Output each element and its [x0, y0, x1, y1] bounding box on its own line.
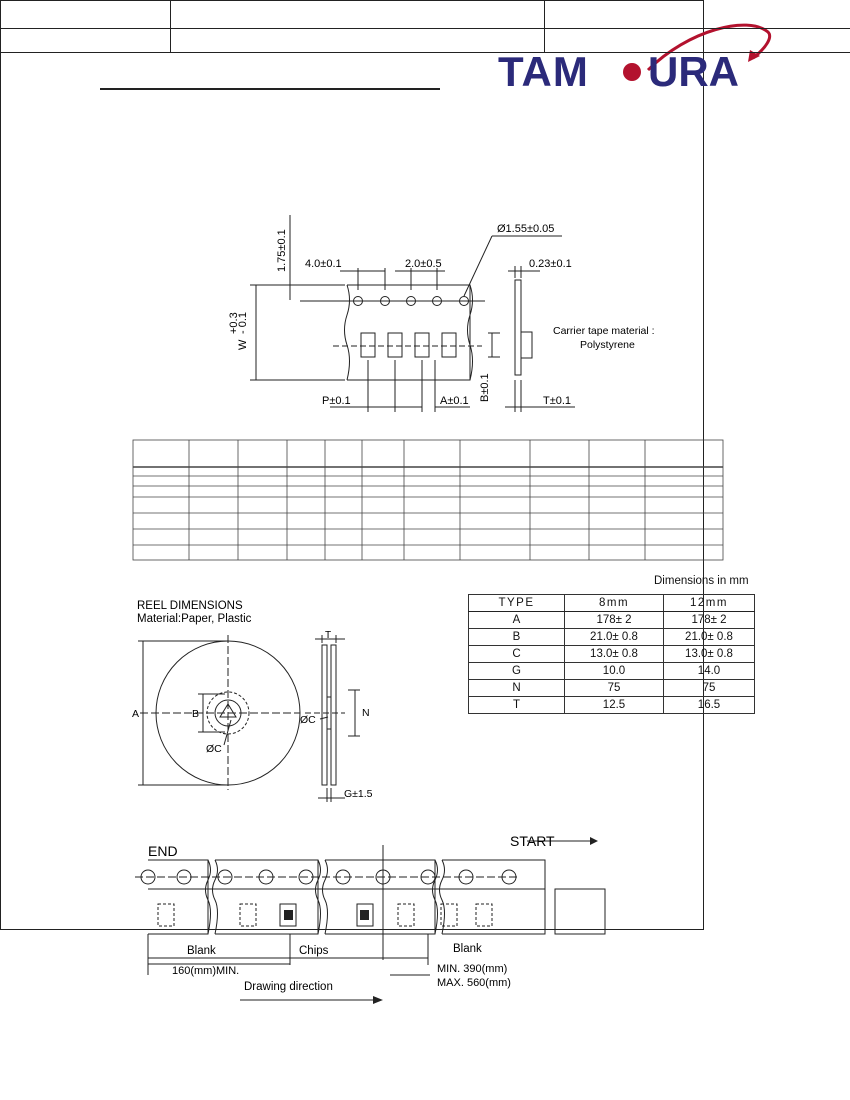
- material-line-2: Polystyrene: [580, 339, 635, 351]
- dim-t: T±0.1: [543, 395, 571, 407]
- table-cell: C: [468, 645, 565, 663]
- leader-tape-drawing: [135, 840, 606, 1001]
- table-header-cell: 12mm: [663, 594, 755, 612]
- reel-material: Material:Paper, Plastic: [137, 613, 252, 625]
- table-cell: 10.0: [564, 662, 664, 680]
- svg-text:TAM: TAM: [498, 48, 589, 94]
- table-cell: 75: [663, 679, 755, 697]
- table-cell: 16.5: [663, 696, 755, 714]
- reel-label-b: B: [192, 708, 199, 720]
- table-cell: 178± 2: [663, 611, 755, 629]
- table-cell: G: [468, 662, 565, 680]
- table-cell: B: [468, 628, 565, 646]
- table-cell: 14.0: [663, 662, 755, 680]
- reel-label-t: T: [325, 630, 331, 641]
- table-header-cell: TYPE: [468, 594, 565, 612]
- dim-w: W: [237, 339, 249, 350]
- table-cell: 21.0± 0.8: [663, 628, 755, 646]
- table-header-row: TYPE 8mm 12mm: [468, 594, 755, 612]
- reel-label-c: ØC: [206, 743, 222, 755]
- reel-dimensions-table: TYPE 8mm 12mm A 178± 2 178± 2 B 21.0± 0.…: [468, 594, 755, 714]
- leader-min-160: 160(mm)MIN.: [172, 965, 239, 977]
- table-cell: 21.0± 0.8: [564, 628, 664, 646]
- dim-1-75: 1.75±0.1: [276, 229, 288, 272]
- leader-min-390: MIN. 390(mm): [437, 963, 507, 975]
- table-cell: 13.0± 0.8: [564, 645, 664, 663]
- blank-spec-table: [132, 439, 724, 561]
- dim-a: A±0.1: [440, 395, 469, 407]
- svg-text:URA: URA: [648, 48, 739, 94]
- table-cell: A: [468, 611, 565, 629]
- units-note: Dimensions in mm: [654, 575, 749, 587]
- reel-label-n: N: [362, 707, 370, 719]
- leader-blank-2: Blank: [453, 943, 482, 955]
- table-cell: 75: [564, 679, 664, 697]
- reel-drawing: [138, 635, 360, 802]
- table-header-cell: 8mm: [564, 594, 664, 612]
- dim-4-0: 4.0±0.1: [305, 258, 342, 270]
- dim-w-plus: +0.3: [228, 312, 240, 334]
- dim-w-minus: - 0.1: [237, 312, 249, 334]
- document-frame: [0, 0, 850, 930]
- leader-start: START: [510, 833, 555, 849]
- header-row-line: [0, 28, 850, 29]
- table-row: C 13.0± 0.8 13.0± 0.8: [468, 645, 755, 663]
- header-col-line: [170, 0, 171, 52]
- dim-2-0: 2.0±0.5: [405, 258, 442, 270]
- reel-label-c-side: ØC: [300, 714, 316, 726]
- table-cell: N: [468, 679, 565, 697]
- table-cell: T: [468, 696, 565, 714]
- reel-title: REEL DIMENSIONS: [137, 600, 243, 612]
- tamura-logo: TAM URA: [498, 23, 772, 94]
- dim-b: B±0.1: [479, 373, 491, 402]
- table-cell: 178± 2: [564, 611, 664, 629]
- material-line-1: Carrier tape material :: [553, 325, 655, 337]
- drawing-direction: Drawing direction: [244, 981, 333, 993]
- dim-hole: Ø1.55±0.05: [497, 223, 554, 235]
- reel-label-g: G±1.5: [344, 788, 373, 800]
- header-col-line: [544, 0, 545, 52]
- table-row: A 178± 2 178± 2: [468, 611, 755, 629]
- reel-label-a: A: [132, 708, 139, 720]
- header-row-line: [0, 52, 850, 53]
- leader-blank-1: Blank: [187, 945, 216, 957]
- table-cell: 13.0± 0.8: [663, 645, 755, 663]
- leader-chips: Chips: [299, 945, 329, 957]
- table-row: B 21.0± 0.8 21.0± 0.8: [468, 628, 755, 646]
- table-row: N 75 75: [468, 679, 755, 697]
- table-row: T 12.5 16.5: [468, 696, 755, 714]
- header-rule: [100, 88, 440, 90]
- leader-end: END: [148, 843, 178, 859]
- dim-p: P±0.1: [322, 395, 351, 407]
- table-row: G 10.0 14.0: [468, 662, 755, 680]
- leader-max-560: MAX. 560(mm): [437, 977, 511, 989]
- dim-0-23: 0.23±0.1: [529, 258, 572, 270]
- table-cell: 12.5: [564, 696, 664, 714]
